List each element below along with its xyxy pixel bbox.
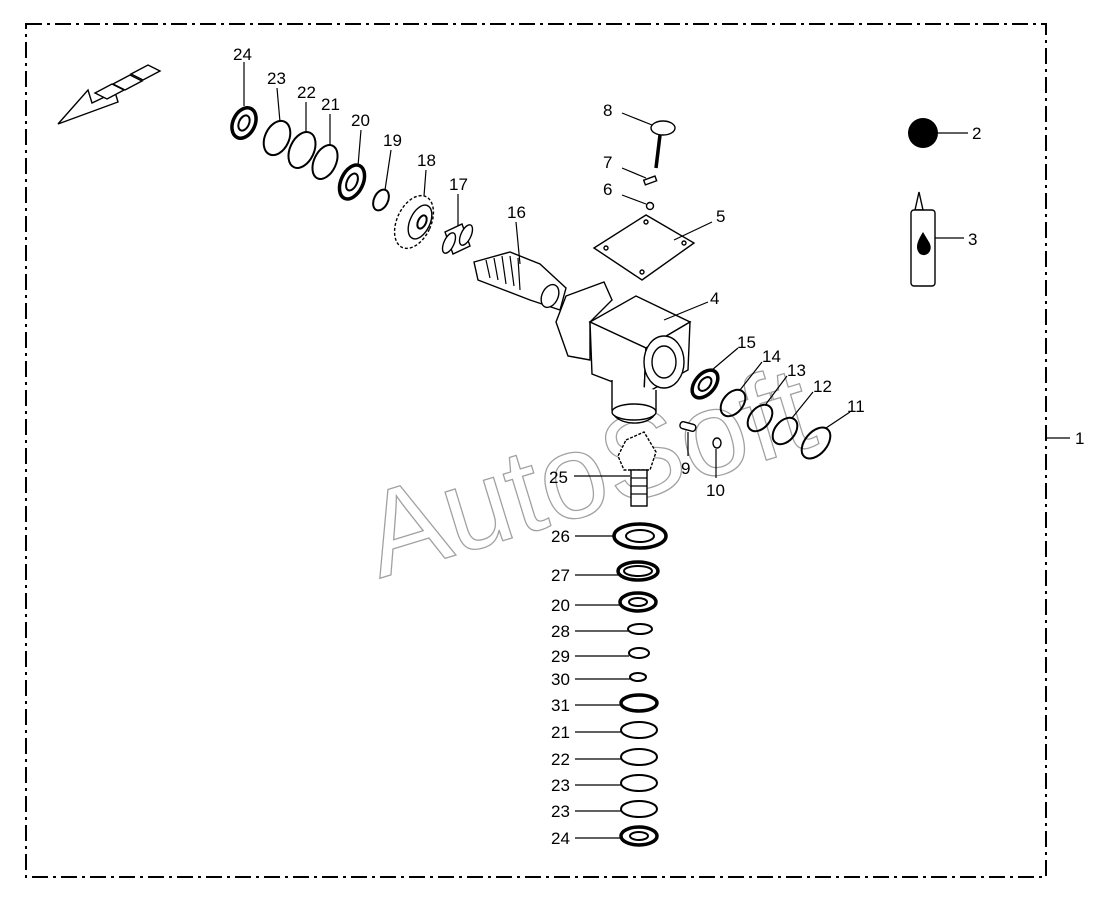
callout-28: 28 xyxy=(551,622,570,641)
callout-11: 11 xyxy=(847,397,865,416)
callout-22a: 22 xyxy=(297,83,316,102)
callout-21a: 21 xyxy=(321,95,340,114)
callout-23b: 23 xyxy=(551,776,570,795)
watermark: AutoSoft xyxy=(348,340,827,603)
callout-23c: 23 xyxy=(551,802,570,821)
part-14-shim xyxy=(719,388,747,418)
part-19-spacer xyxy=(372,188,390,212)
callout-10: 10 xyxy=(706,481,725,500)
callout-6: 6 xyxy=(603,180,612,199)
part-22-shim-b xyxy=(620,748,658,766)
part-3-sealant-tube xyxy=(910,191,936,287)
callout-23a: 23 xyxy=(267,69,286,88)
callout-24a: 24 xyxy=(233,45,252,64)
part-10-plug xyxy=(712,437,722,449)
part-9-pin xyxy=(679,421,697,432)
part-20-bearing xyxy=(337,163,367,201)
part-20-bearing-b xyxy=(618,591,658,613)
callout-20a: 20 xyxy=(351,111,370,130)
part-17-bushing xyxy=(441,223,474,255)
direction-arrow-icon xyxy=(57,64,162,125)
part-2-ball xyxy=(908,118,938,148)
part-22-shim xyxy=(287,131,317,169)
callout-7: 7 xyxy=(603,153,612,172)
callout-29: 29 xyxy=(551,647,570,666)
part-24-seal-b xyxy=(619,825,659,847)
part-18-bevel-gear xyxy=(393,194,435,250)
callout-14: 14 xyxy=(762,347,781,366)
callout-19: 19 xyxy=(383,131,402,150)
part-30-ring xyxy=(629,672,647,682)
part-13-shim xyxy=(746,403,774,433)
callout-22b: 22 xyxy=(551,750,570,769)
callout-12: 12 xyxy=(813,377,832,396)
part-25-pinion-gear xyxy=(617,431,657,507)
callout-2: 2 xyxy=(972,124,981,143)
part-28-ring xyxy=(627,623,653,635)
part-31-seal xyxy=(619,693,659,713)
part-27-spacer xyxy=(616,560,660,582)
part-24-seal xyxy=(230,106,258,140)
part-7-pin xyxy=(642,175,658,186)
callout-4: 4 xyxy=(710,289,719,308)
part-23-circlip xyxy=(262,119,292,157)
callout-24b: 24 xyxy=(551,829,570,848)
callout-3: 3 xyxy=(968,230,977,249)
part-11-seal xyxy=(800,426,832,460)
part-23-circlip-b xyxy=(620,774,658,792)
callout-9: 9 xyxy=(681,459,690,478)
callout-31: 31 xyxy=(551,696,570,715)
part-21-shim xyxy=(311,144,339,180)
callout-5: 5 xyxy=(716,207,725,226)
part-6-screw xyxy=(645,201,655,211)
callout-1: 1 xyxy=(1075,429,1084,448)
callout-8: 8 xyxy=(603,101,612,120)
callout-20b: 20 xyxy=(551,596,570,615)
part-12-circlip xyxy=(771,416,799,446)
callout-17: 17 xyxy=(449,175,468,194)
part-5-cover-plate xyxy=(592,214,696,281)
part-15-bearing xyxy=(690,368,720,400)
part-23-circlip-c xyxy=(620,800,658,818)
part-8-breather-plug xyxy=(650,120,676,169)
callout-21b: 21 xyxy=(551,723,570,742)
part-21-shim-b xyxy=(620,721,658,739)
part-29-ring xyxy=(628,647,650,659)
callout-27: 27 xyxy=(551,566,570,585)
callout-13: 13 xyxy=(787,361,806,380)
callout-18: 18 xyxy=(417,151,436,170)
callout-15: 15 xyxy=(737,333,756,352)
callout-26: 26 xyxy=(551,527,570,546)
assembly-frame xyxy=(25,23,1047,878)
callout-25: 25 xyxy=(549,468,568,487)
part-26-bearing xyxy=(612,522,668,550)
part-4-gearbox-housing xyxy=(555,281,692,424)
callout-16: 16 xyxy=(507,203,526,222)
callout-30: 30 xyxy=(551,670,570,689)
